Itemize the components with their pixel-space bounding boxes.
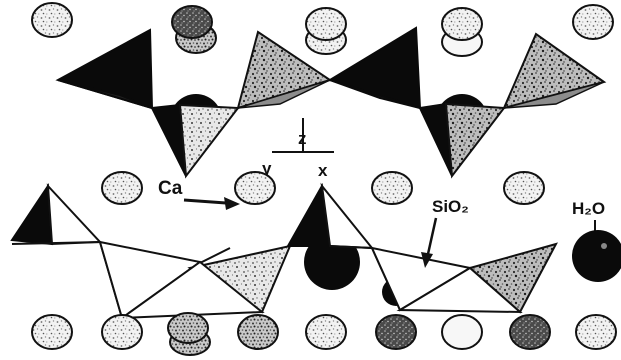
sio2-label: SiO₂ [432, 197, 469, 216]
sio4-tetrahedron [322, 186, 372, 248]
lower-silicate-chain [12, 186, 556, 318]
h2o-callout: H₂O [572, 199, 621, 282]
ca-atom-disc [238, 315, 278, 349]
ca-atom-disc [372, 172, 412, 204]
h2o-label: H₂O [572, 199, 605, 218]
ca-atom-disc [504, 172, 544, 204]
ca-atom-disc [306, 315, 346, 349]
bottom-disc-row [32, 313, 616, 355]
ca-atom-disc [32, 315, 72, 349]
ca-atom-disc [442, 315, 482, 349]
ca-atom-disc-stacked [306, 8, 346, 54]
ca-atom-disc [376, 315, 416, 349]
ca-atom-disc-stacked [172, 6, 216, 53]
sio4-tetrahedron [446, 104, 504, 176]
ca-atom-disc [573, 5, 613, 39]
ca-atom-disc [235, 172, 275, 204]
ca-atom-disc [102, 172, 142, 204]
ca-atom-disc [32, 3, 72, 37]
sio4-tetrahedron [180, 105, 238, 176]
axis-z-label: z [298, 129, 307, 148]
sio4-tetrahedron [58, 30, 152, 108]
sio4-tetrahedron [48, 186, 100, 244]
ca-atom-disc-stacked [168, 313, 210, 355]
ca-atom-disc [576, 315, 616, 349]
ca-atom-disc-stacked [442, 8, 482, 56]
sio4-tetrahedron [12, 186, 52, 244]
ca-atom-disc [102, 315, 142, 349]
ca-atom-disc [510, 315, 550, 349]
sio2-callout: SiO₂ [421, 197, 469, 268]
ca-callout: Ca [158, 178, 240, 210]
axis-x-label: x [318, 161, 328, 180]
ca-label: Ca [158, 178, 183, 199]
axis-indicator: z y x [262, 118, 334, 180]
water-molecule-sphere [572, 230, 621, 282]
